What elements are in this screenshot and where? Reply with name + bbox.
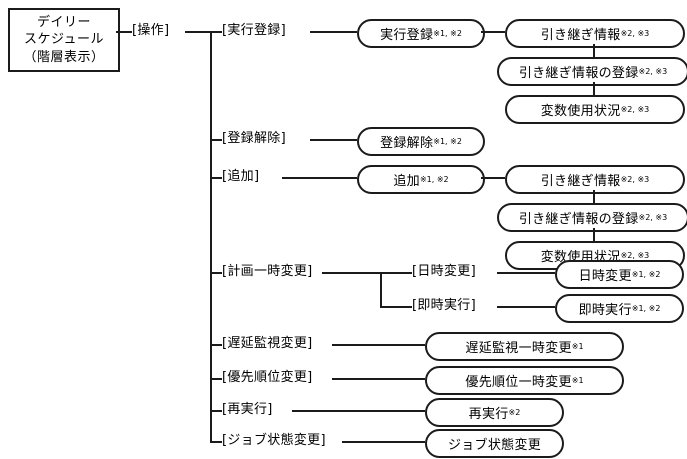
box-hikitsugi-jouhou-no-touroku-2: 引き継ぎ情報の登録※2, ※3 [497,203,687,232]
box-label: 変数使用状況 [540,104,621,119]
connector-branch-3-to-box [282,177,357,179]
connector-child-stack-2-a [593,190,595,203]
node-operation: [操作] [132,23,170,38]
branch-label-job-joutai-henkou: [ジョブ状態変更] [222,433,326,448]
box-note: ※2, ※3 [620,29,650,38]
box-label: 実行登録 [380,28,434,43]
branch-label-jikkou-touroku: [実行登録] [222,23,286,38]
connector-trunk-branch-3 [210,177,222,179]
connector-subtrunk-to-sokuji [380,306,412,308]
box-label: 即時実行 [578,303,632,318]
main-trunk-line [210,31,212,441]
sub-branch-label-sokuji-jikkou: [即時実行] [412,298,476,313]
connector-trunk-branch-1 [210,31,222,33]
box-label: 引き継ぎ情報 [540,174,621,189]
box-note: ※1, ※2 [631,304,661,313]
connector-branch-7-to-box [292,410,425,412]
connector-branch-4-to-subtrunk [322,272,382,274]
box-note: ※1, ※2 [433,137,462,146]
box-hikitsugi-jouhou-2: 引き継ぎ情報※2, ※3 [505,165,685,194]
box-note: ※1 [571,342,584,351]
root-line-2: スケジュール [23,32,105,48]
connector-branch-2-to-box [310,139,357,141]
connector-trunk-branch-8 [210,441,222,443]
box-hikitsugi-jouhou-1: 引き継ぎ情報※2, ※3 [505,19,685,48]
box-note: ※2, ※3 [620,251,650,260]
sub-branch-label-nichiji-henkou: [日時変更] [412,264,476,279]
root-line-1: デイリー [36,14,91,30]
connector-subtrunk-to-nichiji [380,272,412,274]
connector-operation-to-trunk [185,31,212,33]
connector-root-to-operation [116,31,132,33]
connector-tsuika-to-children [481,177,505,179]
box-label: 日時変更 [578,269,632,284]
connector-trunk-branch-6 [210,378,222,380]
box-label: 追加 [393,174,420,189]
box-jikkou-touroku: 実行登録※1, ※2 [357,19,485,48]
branch-label-sai-jikkou: [再実行] [222,402,273,417]
box-note: ※1, ※2 [433,29,462,38]
connector-trunk-branch-7 [210,410,222,412]
box-job-joutai-henkou: ジョブ状態変更 [425,429,564,458]
connector-branch-5-to-box [332,344,425,346]
box-note: ※2, ※3 [638,67,668,76]
branch-label-yuusen-juni-henkou: [優先順位変更] [222,370,313,385]
connector-trunk-branch-4 [210,272,222,274]
box-label: 遅延監視一時変更 [465,341,572,356]
box-label: 引き継ぎ情報 [540,28,621,43]
branch-label-tsuika: [追加] [222,169,260,184]
box-label: 優先順位一時変更 [465,375,572,390]
box-label: ジョブ状態変更 [447,438,542,453]
connector-branch-1-to-box [310,31,357,33]
box-note: ※2, ※3 [620,105,650,114]
branch-label-touroku-kaijo: [登録解除] [222,131,286,146]
connector-jikkou-touroku-to-children [481,31,505,33]
box-yuusen-juni-ichiji-henkou: 優先順位一時変更※1 [425,366,624,395]
box-touroku-kaijo: 登録解除※1, ※2 [357,127,485,156]
branch-label-keikaku-ichiji-henkou: [計画一時変更] [222,264,313,279]
box-hensuu-shiyou-joukyou-1: 変数使用状況※2, ※3 [505,95,685,124]
branch-label-chien-kanshi-henkou: [遅延監視変更] [222,336,313,351]
connector-child-stack-2-b [593,228,595,241]
connector-child-stack-1-b [593,82,595,95]
connector-child-stack-1-a [593,44,595,57]
connector-branch-6-to-box [332,378,425,380]
connector-branch-8-to-box [342,441,425,443]
box-note: ※1 [571,376,584,385]
box-label: 引き継ぎ情報の登録 [518,66,639,81]
box-label: 再実行 [468,407,509,422]
root-line-3: （階層表示） [23,49,105,65]
sub-trunk-line-keikaku [380,272,382,306]
box-note: ※2, ※3 [638,213,668,222]
box-tsuika: 追加※1, ※2 [357,165,485,194]
connector-trunk-branch-5 [210,344,222,346]
box-sai-jikkou: 再実行※2 [425,398,564,427]
box-label: 登録解除 [380,136,434,151]
root-node-daily-schedule: デイリー スケジュール （階層表示） [8,8,120,72]
connector-nichiji-to-box [497,272,555,274]
box-sokuji-jikkou: 即時実行※1, ※2 [555,294,684,323]
connector-sokuji-to-box [497,306,555,308]
box-chien-kanshi-ichiji-henkou: 遅延監視一時変更※1 [425,332,624,361]
box-nichiji-henkou: 日時変更※1, ※2 [555,260,684,289]
connector-trunk-branch-2 [210,139,222,141]
box-note: ※2 [508,408,521,417]
box-note: ※1, ※2 [419,175,449,184]
box-note: ※2, ※3 [620,175,650,184]
box-label: 引き継ぎ情報の登録 [518,212,639,227]
box-note: ※1, ※2 [631,270,661,279]
box-hikitsugi-jouhou-no-touroku-1: 引き継ぎ情報の登録※2, ※3 [497,57,687,86]
